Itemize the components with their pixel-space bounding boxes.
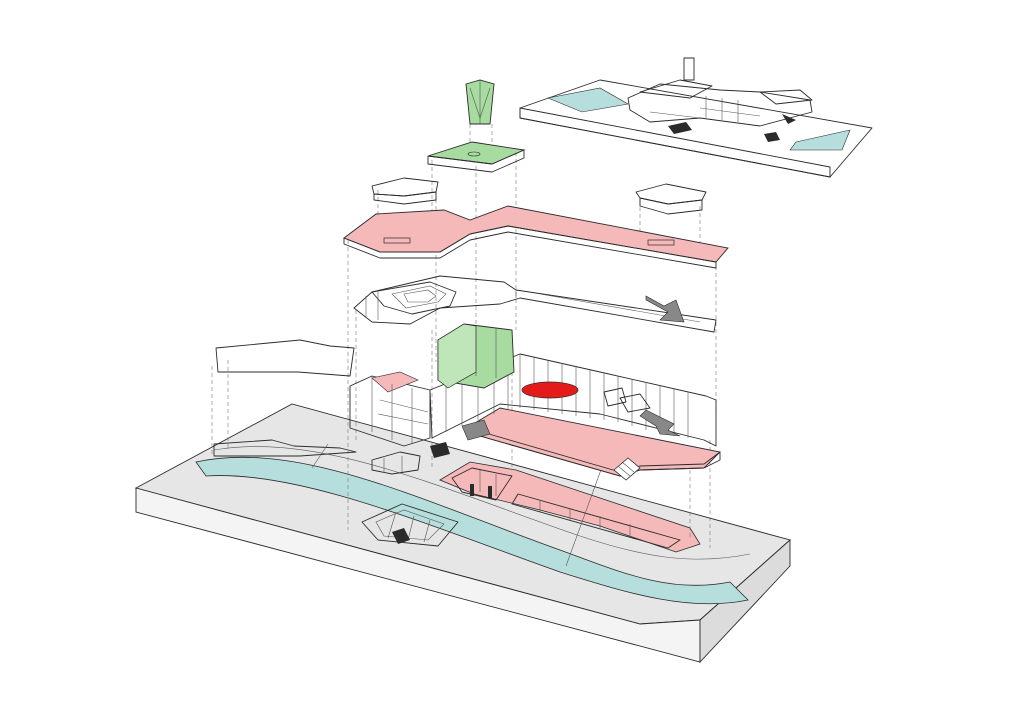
- lower-pavilion-footprint: [361, 503, 459, 547]
- key-plan-water-right: [789, 129, 851, 151]
- roof-skylight-left: [383, 237, 411, 244]
- rooftop-pavilion-right: [635, 183, 707, 215]
- first-floor-slab: [353, 275, 717, 333]
- stair-left: [430, 442, 450, 458]
- key-plan-building: [627, 57, 813, 142]
- left-pink-floor: [371, 371, 419, 393]
- stair-right: [613, 457, 641, 481]
- key-plan-side-stair: [764, 132, 780, 142]
- left-wing-outline: [215, 339, 355, 377]
- basement-cut-area: [439, 461, 701, 553]
- ground-floor-level: [215, 323, 721, 481]
- tower-spire-green: [465, 79, 495, 125]
- key-plan-entry-stair: [668, 122, 692, 134]
- red-highlight-oval: [521, 381, 579, 399]
- roof-level: [343, 205, 729, 269]
- tower-top-platform: [427, 141, 526, 173]
- right-box: [619, 393, 651, 413]
- entry-arrow-right: [639, 409, 681, 437]
- kiosk-footprint: [371, 451, 421, 475]
- quay-edge: [213, 446, 751, 560]
- first-floor-level: [353, 275, 717, 333]
- tower-top-green-slab: [427, 141, 526, 165]
- stair-mid: [461, 419, 491, 441]
- key-plan-arrow: [782, 114, 796, 124]
- roof-skylight-right: [647, 239, 675, 246]
- vertical-core-green: [437, 323, 515, 389]
- key-plan-water-left: [546, 87, 629, 113]
- site-ground-block: [134, 403, 791, 664]
- roof-slab: [343, 205, 729, 263]
- basement-level: [439, 461, 701, 553]
- pavilion-stair: [392, 528, 410, 544]
- first-floor-arrow: [645, 295, 685, 323]
- rooftop-pavilion-left: [371, 177, 439, 205]
- key-plan-overview: [519, 57, 873, 178]
- ground-side-face: [699, 538, 791, 664]
- curtain-wall: [429, 353, 717, 447]
